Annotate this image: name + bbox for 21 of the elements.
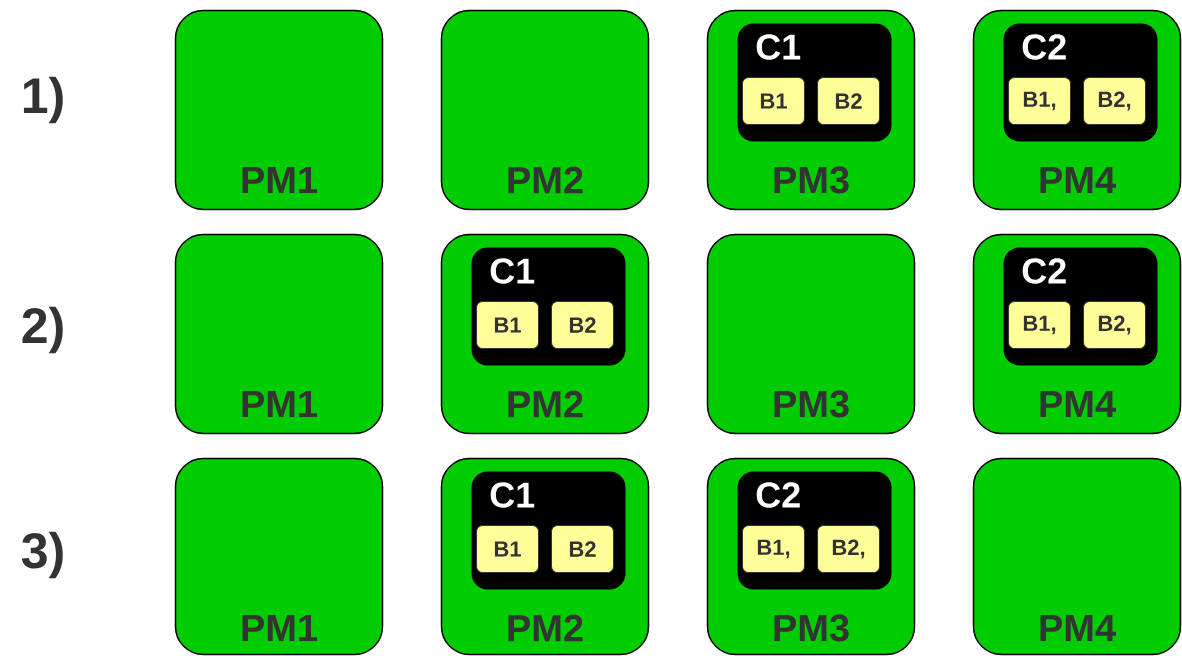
host-box: PM3 xyxy=(706,233,916,435)
row-number: 3) xyxy=(21,531,63,579)
host-box: PM1 xyxy=(174,9,384,211)
host-box: PM1 xyxy=(174,457,384,656)
slot-box: B2 xyxy=(551,525,614,573)
slot-box: B2 xyxy=(817,77,880,125)
row-number: 2) xyxy=(22,306,63,354)
slot-box: B1, xyxy=(1008,301,1071,349)
row-number: 1) xyxy=(23,76,63,124)
slot-box: B2, xyxy=(817,525,880,573)
host-box: PM2 xyxy=(440,9,650,211)
host-box: PM4 xyxy=(972,457,1182,656)
slot-box: B1 xyxy=(742,77,805,125)
slot-box: B2 xyxy=(551,301,614,349)
host-box: PM1 xyxy=(174,233,384,435)
slot-box: B1, xyxy=(1008,77,1071,125)
slot-box: B1 xyxy=(476,301,539,349)
slot-box: B2, xyxy=(1083,77,1146,125)
slot-box: B1, xyxy=(742,525,805,573)
slot-box: B2, xyxy=(1083,301,1146,349)
slot-box: B1 xyxy=(476,525,539,573)
